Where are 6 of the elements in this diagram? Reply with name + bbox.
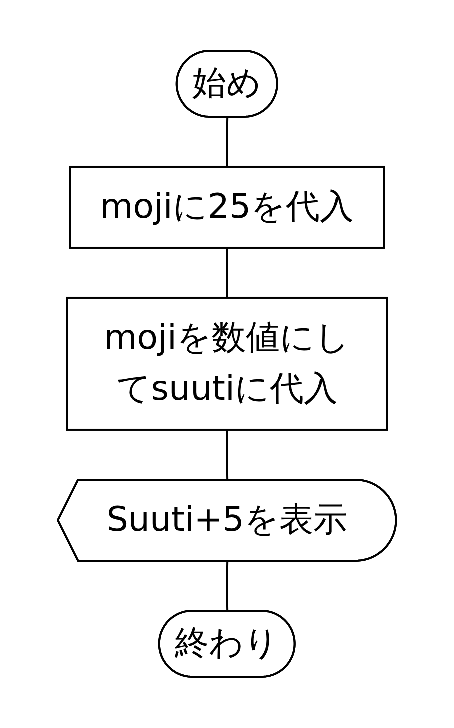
node-box: mojiを数値にしてsuutiに代入 — [66, 297, 388, 431]
connector — [226, 430, 228, 481]
connector — [226, 248, 228, 298]
connector — [226, 117, 228, 167]
connector — [226, 561, 228, 612]
node-box: mojiに25を代入 — [68, 166, 386, 249]
